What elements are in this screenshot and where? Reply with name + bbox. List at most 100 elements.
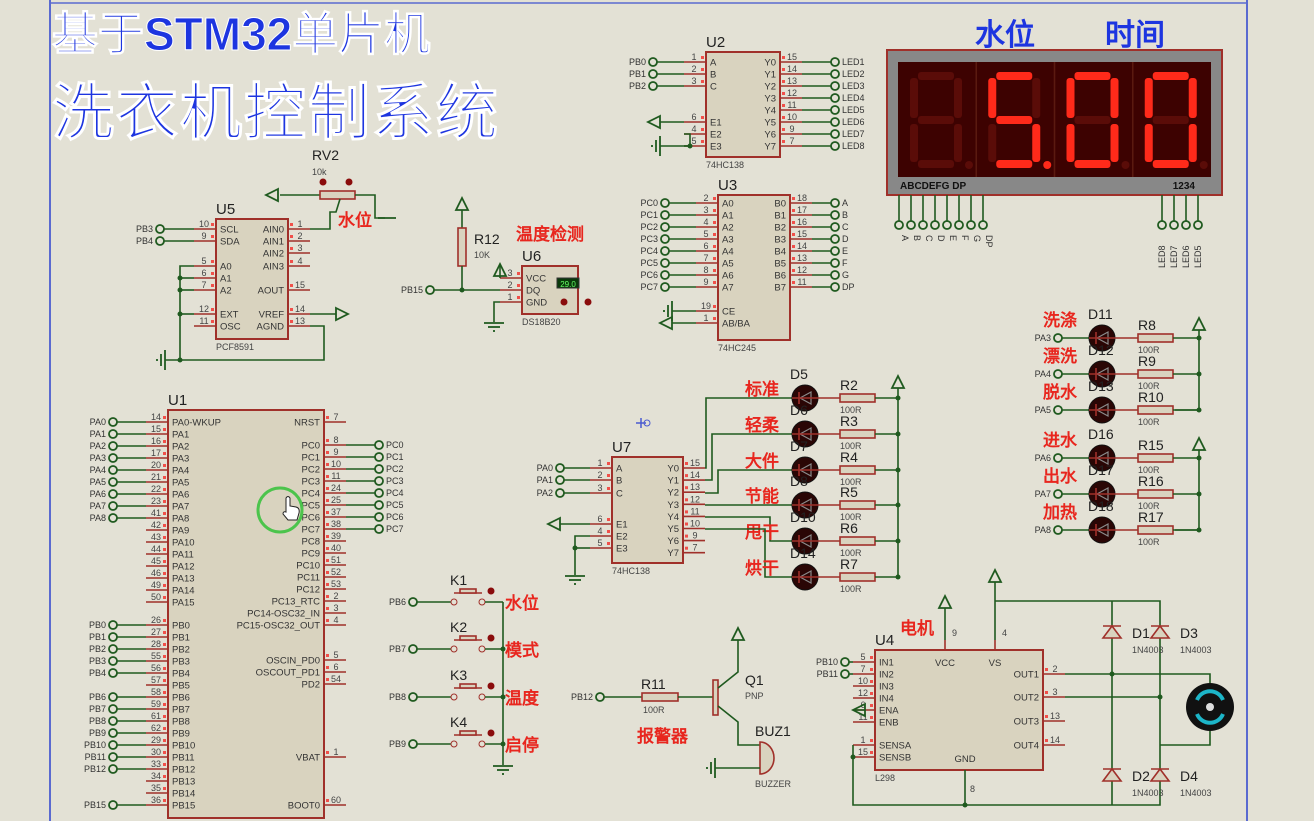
net-terminal[interactable] — [830, 270, 840, 280]
net-terminal[interactable] — [555, 463, 565, 473]
net-terminal[interactable] — [830, 81, 840, 91]
net-terminal[interactable] — [108, 668, 118, 678]
net-terminal[interactable] — [374, 524, 384, 534]
net-terminal[interactable] — [108, 465, 118, 475]
net-terminal[interactable] — [595, 692, 605, 702]
net-terminal[interactable] — [830, 69, 840, 79]
net-terminal[interactable] — [660, 246, 670, 256]
net-terminal[interactable] — [830, 234, 840, 244]
net-terminal[interactable] — [830, 105, 840, 115]
net-terminal[interactable] — [830, 57, 840, 67]
net-terminal[interactable] — [830, 117, 840, 127]
net-terminal[interactable] — [374, 440, 384, 450]
net-terminal[interactable] — [374, 512, 384, 522]
net-terminal[interactable] — [155, 236, 165, 246]
press-button[interactable] — [487, 729, 495, 737]
net-terminal[interactable] — [1181, 220, 1191, 230]
net-terminal[interactable] — [108, 752, 118, 762]
net-terminal[interactable] — [942, 220, 952, 230]
net-terminal[interactable] — [1053, 525, 1063, 535]
net-terminal[interactable] — [408, 692, 418, 702]
net-terminal[interactable] — [108, 740, 118, 750]
press-button[interactable] — [487, 682, 495, 690]
net-terminal[interactable] — [1053, 489, 1063, 499]
net-terminal[interactable] — [108, 417, 118, 427]
net-terminal[interactable] — [830, 258, 840, 268]
net-terminal[interactable] — [1157, 220, 1167, 230]
net-terminal[interactable] — [954, 220, 964, 230]
net-terminal[interactable] — [108, 716, 118, 726]
net-terminal[interactable] — [660, 282, 670, 292]
net-terminal[interactable] — [108, 704, 118, 714]
net-terminal[interactable] — [108, 441, 118, 451]
net-terminal[interactable] — [830, 246, 840, 256]
net-terminal[interactable] — [660, 270, 670, 280]
increment-button[interactable] — [345, 178, 353, 186]
net-terminal[interactable] — [108, 453, 118, 463]
net-terminal[interactable] — [374, 464, 384, 474]
net-terminal[interactable] — [660, 258, 670, 268]
chip-u4[interactable]: U4L2985IN1PB107IN2PB1110IN312IN46ENA11EN… — [816, 567, 1211, 808]
net-terminal[interactable] — [408, 644, 418, 654]
net-terminal[interactable] — [108, 429, 118, 439]
dc-motor[interactable] — [1186, 683, 1234, 731]
net-terminal[interactable] — [660, 222, 670, 232]
chip-u5[interactable]: U5PCF859110SCLPB39SDAPB45A06A17A212EXT11… — [136, 201, 351, 370]
net-terminal[interactable] — [1053, 369, 1063, 379]
net-terminal[interactable] — [978, 220, 988, 230]
net-terminal[interactable] — [555, 488, 565, 498]
press-button[interactable] — [487, 587, 495, 595]
decrement-button[interactable] — [319, 178, 327, 186]
net-terminal[interactable] — [425, 285, 435, 295]
net-terminal[interactable] — [830, 198, 840, 208]
net-terminal[interactable] — [830, 222, 840, 232]
net-terminal[interactable] — [930, 220, 940, 230]
decrement-button[interactable] — [560, 298, 568, 306]
net-terminal[interactable] — [108, 632, 118, 642]
net-terminal[interactable] — [108, 656, 118, 666]
net-terminal[interactable] — [374, 476, 384, 486]
net-terminal[interactable] — [660, 198, 670, 208]
net-terminal[interactable] — [108, 644, 118, 654]
net-terminal[interactable] — [660, 210, 670, 220]
net-terminal[interactable] — [966, 220, 976, 230]
net-terminal[interactable] — [108, 728, 118, 738]
net-terminal[interactable] — [830, 141, 840, 151]
chip-u7[interactable]: U774HC1381APA02BPA13CPA26E14E25E315Y014Y… — [537, 439, 705, 585]
net-terminal[interactable] — [830, 129, 840, 139]
net-terminal[interactable] — [108, 477, 118, 487]
net-terminal[interactable] — [1193, 220, 1203, 230]
net-terminal[interactable] — [840, 657, 850, 667]
net-terminal[interactable] — [894, 220, 904, 230]
net-terminal[interactable] — [408, 597, 418, 607]
net-terminal[interactable] — [830, 93, 840, 103]
net-terminal[interactable] — [555, 475, 565, 485]
net-terminal[interactable] — [155, 224, 165, 234]
net-terminal[interactable] — [830, 282, 840, 292]
net-terminal[interactable] — [648, 81, 658, 91]
net-terminal[interactable] — [840, 669, 850, 679]
net-terminal[interactable] — [374, 500, 384, 510]
net-terminal[interactable] — [648, 69, 658, 79]
